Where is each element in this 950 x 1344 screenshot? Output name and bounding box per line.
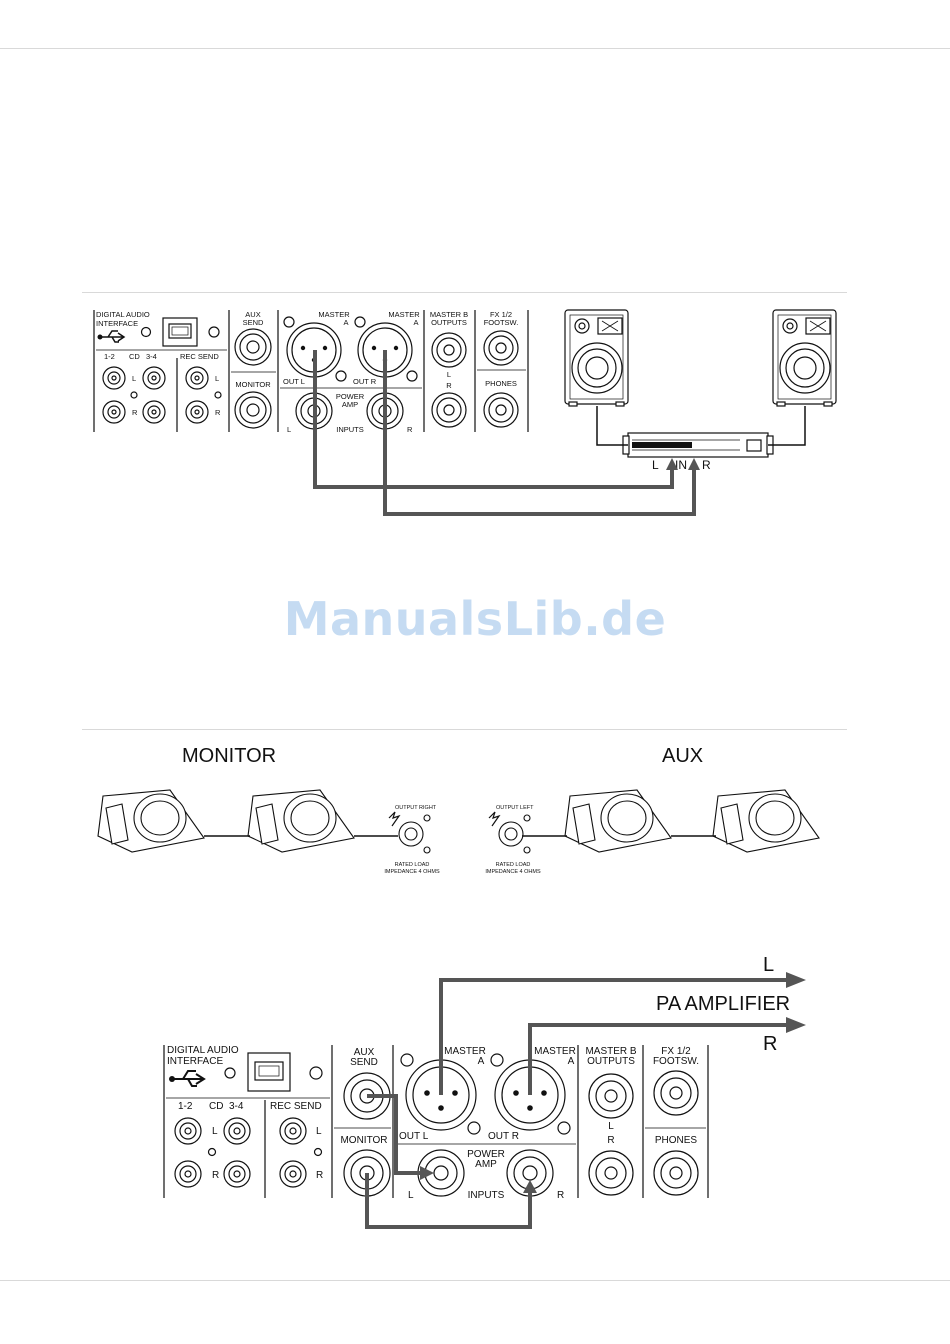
diagram-label: AUX <box>245 310 260 319</box>
diagram-label: R <box>607 1135 614 1146</box>
diagram-label: RATED LOAD <box>395 862 430 868</box>
diagram-monitor-aux-speakers: MONITOR AUX OUTPUT RIGHT OUTPUT LEFT RAT <box>97 745 820 875</box>
diagram-label: OUT L <box>283 377 305 386</box>
diagram-label: R <box>407 425 413 434</box>
diagram-label: SEND <box>243 318 264 327</box>
diagram-label: L <box>132 374 136 383</box>
diagram-label: 3-4 <box>146 352 157 361</box>
diagram-label: CD <box>129 352 140 361</box>
diagram-label: A <box>413 318 418 327</box>
diagram-label: REC SEND <box>180 352 219 361</box>
pa-speaker-right <box>772 309 837 407</box>
usb-icon <box>100 330 126 343</box>
routing-cables <box>365 978 790 1229</box>
cable-l <box>313 350 696 516</box>
diagram-label: INPUTS <box>468 1190 505 1201</box>
diagram-label: OUTPUT RIGHT <box>395 805 437 811</box>
diagram-label: L <box>316 1126 322 1137</box>
aux-speaker-1 <box>564 789 672 853</box>
diagram-label: MONITOR <box>340 1135 387 1146</box>
diagram-label: AMP <box>475 1159 497 1170</box>
speakon-output-right <box>398 814 431 854</box>
diagram-label: AMP <box>342 400 358 409</box>
diagram-label: POWER <box>467 1149 505 1160</box>
diagram-label: OUTPUTS <box>431 318 467 327</box>
section-rule-2 <box>82 729 847 730</box>
diagram-label: 1-2 <box>104 352 115 361</box>
diagram-label: A <box>343 318 348 327</box>
diagram-label: MASTER B <box>430 310 468 319</box>
diagram-label: A <box>478 1056 485 1067</box>
diagram-label: R <box>316 1170 323 1181</box>
monitor-title: MONITOR <box>182 745 276 767</box>
diagram-label: CD <box>209 1101 223 1112</box>
label-interface: INTERFACE <box>96 319 138 328</box>
diagram-label: R <box>212 1170 219 1181</box>
watermark: ManualsLib.de <box>283 592 667 646</box>
diagram-label: PHONES <box>655 1135 698 1146</box>
diagram-label: R <box>702 458 711 472</box>
label-l: L <box>763 954 774 976</box>
diagram-label: PHONES <box>485 379 517 388</box>
diagram-label: L <box>212 1126 218 1137</box>
diagram-label: 3-4 <box>229 1101 244 1112</box>
section-rule-1 <box>82 292 847 293</box>
monitor-speaker-2 <box>247 789 355 853</box>
diagram-pa-amplifier-routing: DIGITAL AUDIO INTERFACE 1-2 CD 3-4 REC S… <box>163 954 806 1229</box>
diagram-label: L <box>215 374 219 383</box>
label-r: R <box>763 1033 777 1055</box>
diagram-label: R <box>557 1190 564 1201</box>
diagram-label: SEND <box>350 1057 378 1068</box>
speakon-output-left <box>498 814 531 854</box>
diagram-pa-connection: DIGITAL AUDIO INTERFACE 1-2 CD 3-4 REC S… <box>93 309 837 516</box>
diagram-label: MASTER <box>318 310 350 319</box>
aux-title: AUX <box>662 745 703 767</box>
top-rule <box>0 48 950 49</box>
diagram-label: L <box>608 1121 614 1132</box>
diagram-label: AUX <box>354 1047 375 1058</box>
rear-panel-1 <box>93 310 529 432</box>
pa-speaker-left <box>564 309 629 407</box>
diagram-label: L <box>408 1190 414 1201</box>
label-digital-audio: DIGITAL AUDIO <box>96 310 150 319</box>
diagram-label: OUT R <box>488 1131 519 1142</box>
usb-icon <box>172 1070 206 1087</box>
diagram-label: R <box>132 408 138 417</box>
diagram-label: FOOTSW. <box>653 1056 699 1067</box>
diagram-label: L <box>447 370 451 379</box>
diagram-label: MASTER <box>534 1046 576 1057</box>
diagram-label: A <box>568 1056 575 1067</box>
label-pa-amplifier: PA AMPLIFIER <box>656 993 790 1015</box>
diagram-label: R <box>215 408 221 417</box>
bottom-rule <box>0 1280 950 1281</box>
diagram-label: L <box>287 425 291 434</box>
aux-speaker-2 <box>712 789 820 853</box>
diagram-label: REC SEND <box>270 1101 322 1112</box>
diagram-label: IMPEDANCE 4 OHMS <box>485 869 541 875</box>
diagram-label: FX 1/2 <box>490 310 512 319</box>
diagram-label: OUTPUTS <box>587 1056 635 1067</box>
monitor-speaker-1 <box>97 789 205 853</box>
diagram-label: MASTER <box>388 310 420 319</box>
diagram-label: POWER <box>336 392 365 401</box>
diagram-label: OUT L <box>399 1131 429 1142</box>
diagram-label: R <box>446 381 452 390</box>
diagram-label: OUTPUT LEFT <box>496 805 534 811</box>
diagram-label: INPUTS <box>336 425 364 434</box>
diagram-label: IMPEDANCE 4 OHMS <box>384 869 440 875</box>
diagram-label: L <box>652 458 659 472</box>
diagram-label: MONITOR <box>235 380 271 389</box>
diagram-label: DIGITAL AUDIO <box>167 1045 239 1056</box>
diagram-label: 1-2 <box>178 1101 193 1112</box>
diagram-label: IN <box>675 458 687 472</box>
diagram-label: INTERFACE <box>167 1056 223 1067</box>
diagram-label: MASTER B <box>585 1046 636 1057</box>
diagram-label: FX 1/2 <box>661 1046 691 1057</box>
diagram-label: FOOTSW. <box>484 318 519 327</box>
diagram-label: OUT R <box>353 377 377 386</box>
diagram-label: MASTER <box>444 1046 486 1057</box>
diagram-label: RATED LOAD <box>496 862 531 868</box>
